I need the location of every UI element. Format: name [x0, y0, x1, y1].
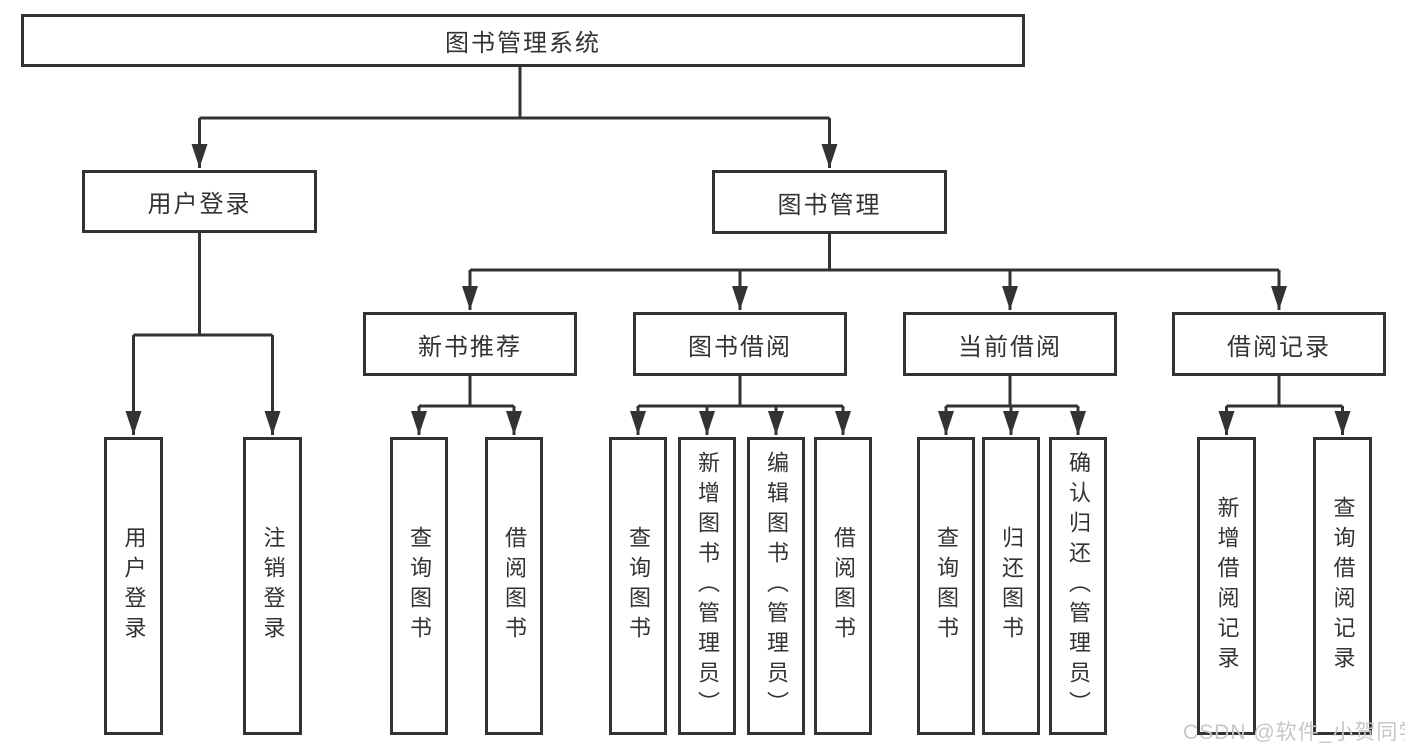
watermark: CSDN @软件_小贺同学: [1183, 721, 1405, 744]
leaf-current-query-books: 查询图书: [917, 437, 975, 735]
leaf-borrow-add-books-admin: 新增图书（管理员）: [678, 437, 736, 735]
leaf-newbook-query-books: 查询图书: [390, 437, 448, 735]
node-new-book-recommend: 新书推荐: [363, 312, 577, 376]
node-user-login: 用户登录: [82, 170, 317, 233]
leaf-current-confirm-return-admin: 确认归还（管理员）: [1049, 437, 1107, 735]
node-borrow-record: 借阅记录: [1172, 312, 1386, 376]
leaf-logout: 注销登录: [243, 437, 302, 735]
node-root: 图书管理系统: [21, 14, 1025, 67]
node-book-borrow: 图书借阅: [633, 312, 847, 376]
leaf-record-add: 新增借阅记录: [1197, 437, 1256, 735]
leaf-borrow-borrow-books: 借阅图书: [814, 437, 872, 735]
node-current-borrow: 当前借阅: [903, 312, 1117, 376]
leaf-current-return-books: 归还图书: [982, 437, 1040, 735]
leaf-borrow-query-books: 查询图书: [609, 437, 667, 735]
leaf-record-query: 查询借阅记录: [1313, 437, 1372, 735]
leaf-newbook-borrow-books: 借阅图书: [485, 437, 543, 735]
leaf-user-login: 用户登录: [104, 437, 163, 735]
leaf-borrow-edit-books-admin: 编辑图书（管理员）: [747, 437, 805, 735]
node-book-management: 图书管理: [712, 170, 947, 234]
